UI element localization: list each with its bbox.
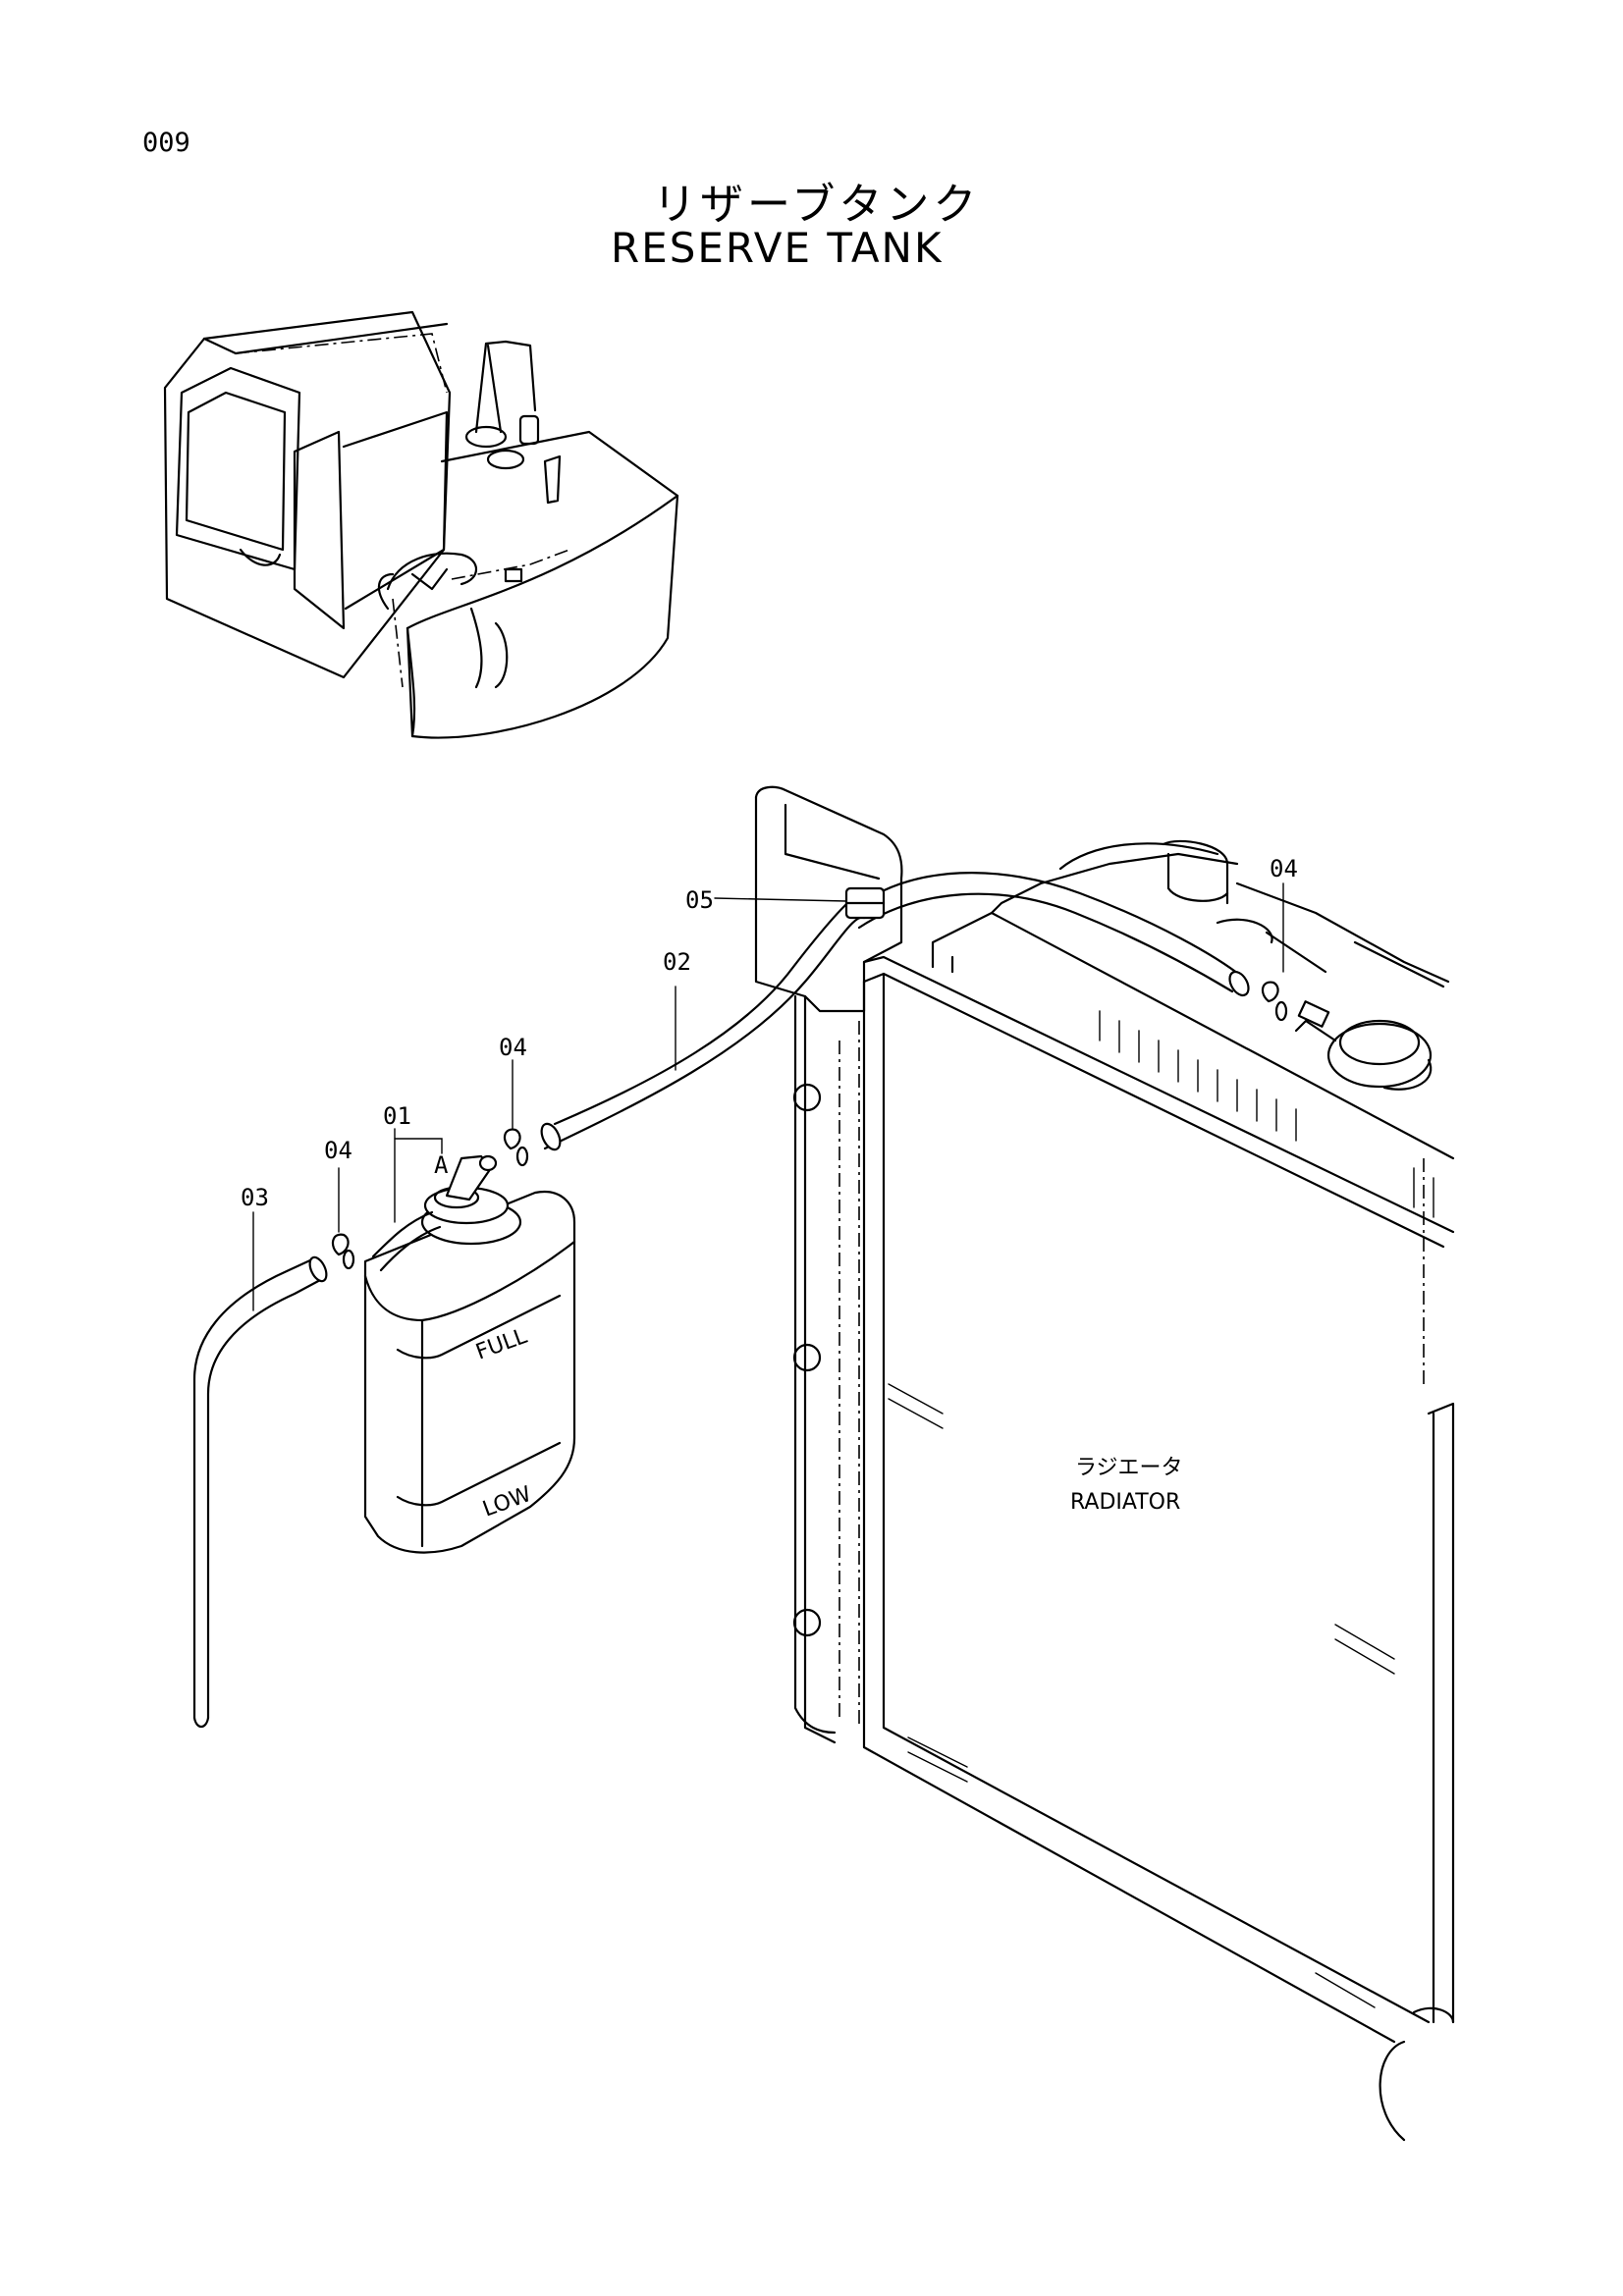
- title-japanese: リザーブタンク: [653, 180, 981, 230]
- callout-01: 01: [383, 1102, 411, 1130]
- hose-illustration: [540, 872, 1250, 1151]
- leader-line-05: [714, 897, 847, 902]
- hose-clamp-icon: [503, 1128, 529, 1167]
- callout-05: 05: [685, 886, 714, 914]
- hose-clamp-icon: [331, 1233, 355, 1270]
- callout-03: 03: [241, 1184, 269, 1211]
- hose-clamp-icon: [1261, 981, 1288, 1022]
- title-english: RESERVE TANK: [611, 224, 944, 272]
- leader-line-01-bracket: [394, 1138, 443, 1154]
- radiator-label-english: RADIATOR: [1070, 1490, 1180, 1515]
- callout-04-mid: 04: [499, 1034, 527, 1061]
- callout-02: 02: [663, 948, 691, 976]
- radiator-label-japanese: ラジエータ: [1075, 1456, 1183, 1480]
- callout-04-left: 04: [324, 1137, 352, 1164]
- hose-illustration: [192, 1255, 328, 1729]
- page-number: 009: [142, 128, 190, 158]
- callout-a: A: [434, 1151, 449, 1179]
- hose-clamp-icon: [844, 886, 886, 920]
- reserve-tank-illustration: FULL LOW: [363, 1154, 576, 1554]
- radiator-illustration: [754, 785, 1455, 2142]
- callout-04-right: 04: [1270, 855, 1298, 882]
- excavator-overview-illustration: [163, 310, 679, 739]
